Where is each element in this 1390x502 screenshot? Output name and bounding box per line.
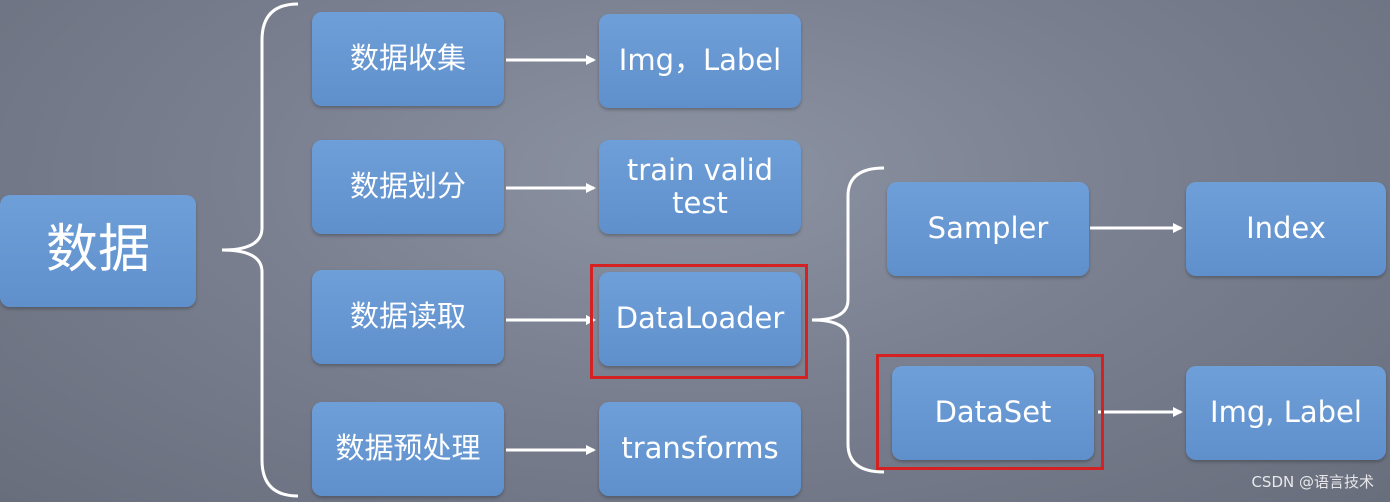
root-node: 数据 xyxy=(0,195,196,307)
highlight-dataloader xyxy=(590,264,808,379)
watermark: CSDN @语言技术 xyxy=(1251,473,1374,491)
step-split: 数据划分 xyxy=(312,140,504,234)
result-collect: Img，Label xyxy=(599,14,801,108)
result-read-dataloader: DataLoader xyxy=(599,272,801,366)
part-dataset: DataSet xyxy=(892,366,1094,460)
step-preprocess: 数据预处理 xyxy=(312,402,504,496)
result-sampler: Index xyxy=(1186,182,1386,276)
result-preprocess: transforms xyxy=(599,402,801,496)
result-split: train valid test xyxy=(599,140,801,234)
step-read: 数据读取 xyxy=(312,270,504,364)
step-collect: 数据收集 xyxy=(312,12,504,106)
main-brace xyxy=(221,2,299,498)
highlight-dataset xyxy=(876,354,1104,470)
part-sampler: Sampler xyxy=(887,182,1089,276)
sub-brace xyxy=(811,166,885,474)
result-dataset: Img, Label xyxy=(1186,366,1386,460)
